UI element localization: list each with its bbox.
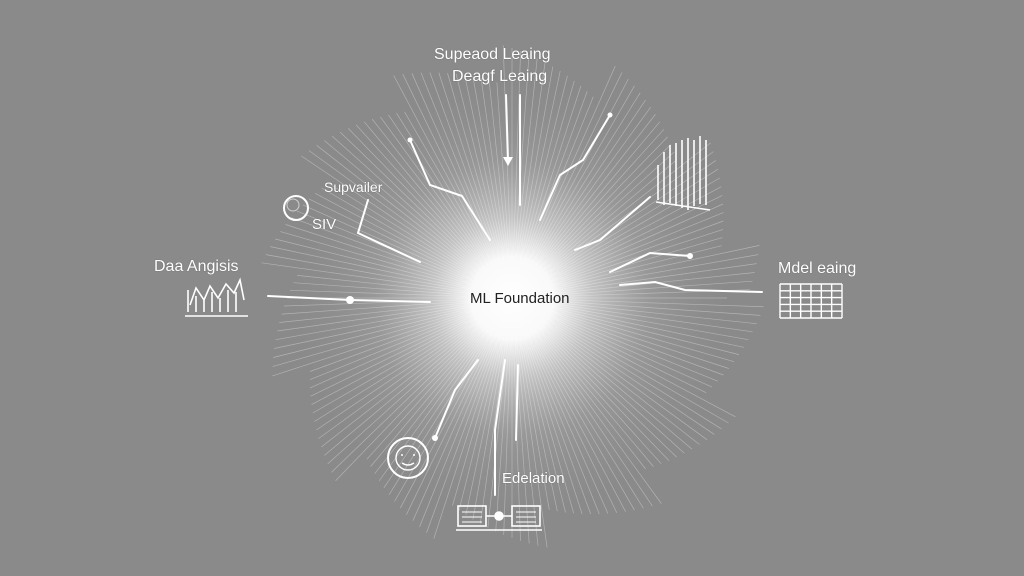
label-bottom: Edelation (502, 470, 565, 487)
connector-svi (356, 199, 421, 263)
dot-right-upper (687, 253, 693, 259)
dot-lower-left (432, 435, 438, 441)
dot-left (346, 296, 354, 304)
center-label: ML Foundation (470, 290, 570, 307)
connector-lines (267, 94, 763, 496)
circle-icon (283, 195, 309, 221)
connector-bottom-b (515, 364, 519, 441)
connector-upper-right (574, 196, 651, 251)
label-top-line1: Supeaod Leaing (434, 46, 551, 63)
face-circle-icon (387, 437, 429, 479)
connector-right-upper (609, 251, 691, 273)
connector-top-c (539, 114, 611, 221)
connector-lower-left (434, 359, 479, 439)
connector-top-a (505, 94, 509, 161)
monitor-pair-icon (456, 505, 542, 531)
connector-upper-left (409, 139, 491, 241)
label-right: Mdel eaing (778, 260, 857, 277)
line-chart-icon (185, 277, 248, 317)
label-left: Daa Angisis (154, 258, 239, 275)
label-upper-left: Supvailer (324, 179, 383, 195)
label-small-left: SIV (312, 216, 337, 233)
connector-bottom-a (494, 359, 506, 496)
dot-upper-left (407, 137, 413, 143)
bar-chart-icon (655, 136, 711, 211)
connector-right (619, 280, 763, 293)
center-glow (282, 68, 742, 528)
label-top-line2: Deagf Leaing (452, 68, 548, 85)
grid-table-icon (779, 283, 843, 319)
dot-top-c (607, 112, 613, 118)
arrow-top (503, 157, 513, 166)
connector-dots (346, 112, 693, 441)
